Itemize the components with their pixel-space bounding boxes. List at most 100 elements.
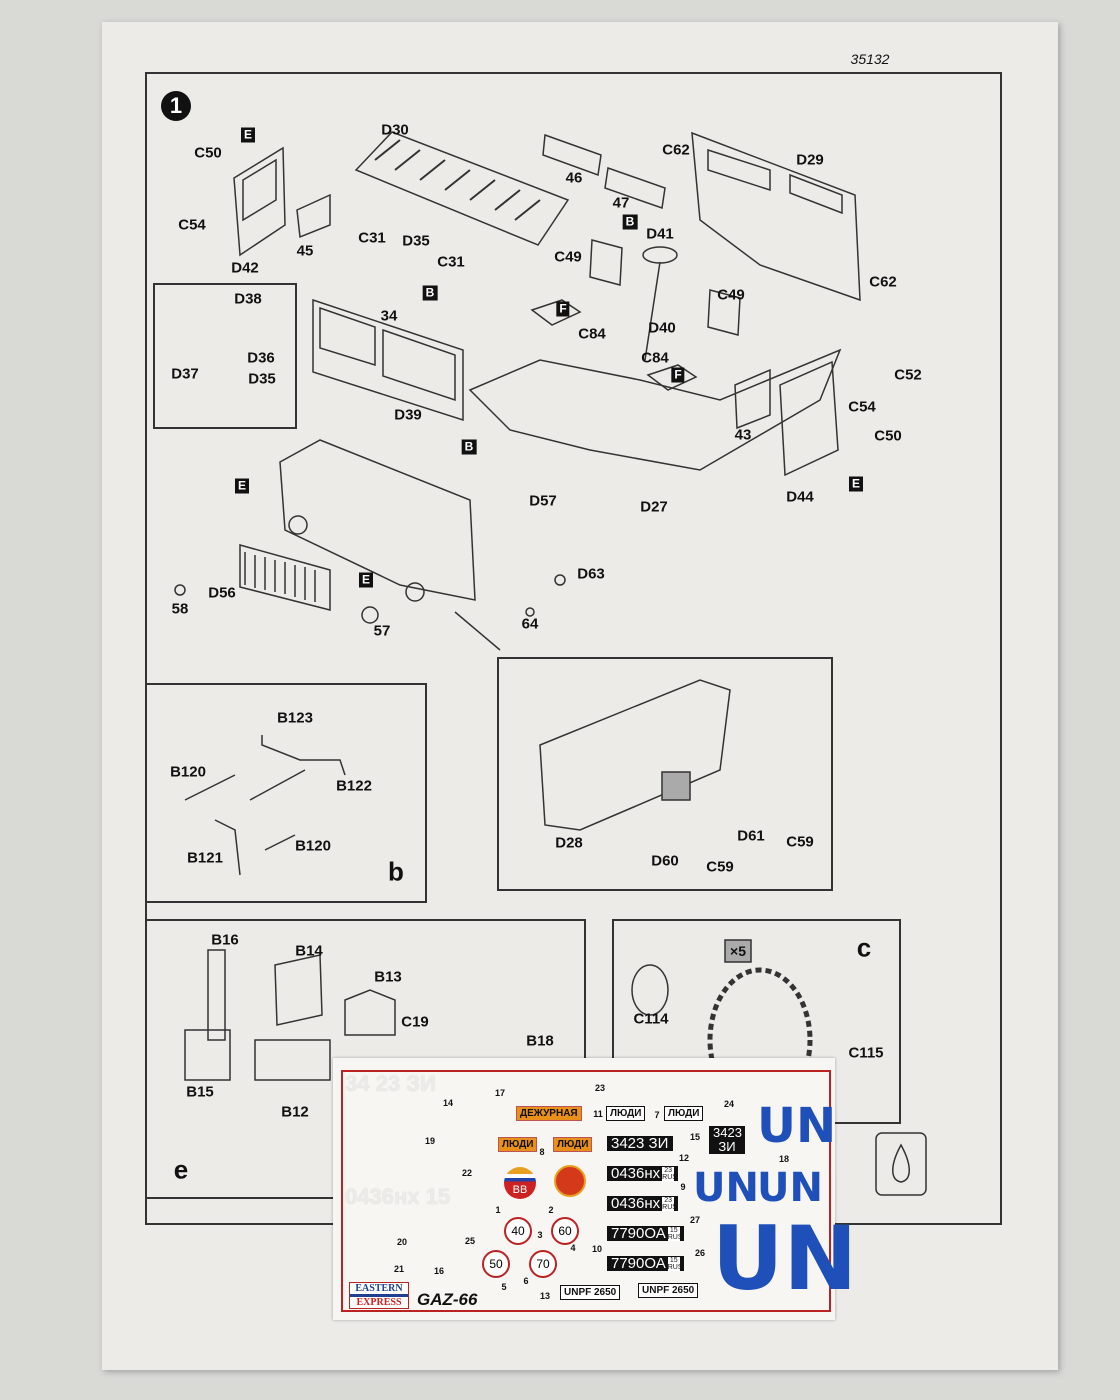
- decal-number: 9: [680, 1182, 686, 1192]
- plate-number: 7790ОА: [611, 1225, 666, 1242]
- part-label: C115: [848, 1044, 884, 1062]
- part-label: B12: [281, 1103, 309, 1121]
- part-label: 45: [296, 242, 314, 260]
- part-label: C62: [869, 273, 897, 291]
- plate-region: 23 RUS: [662, 1197, 677, 1212]
- lion-emblem-decal: [554, 1165, 586, 1197]
- part-label: C54: [178, 216, 206, 234]
- part-label: D42: [231, 259, 259, 277]
- plate-line: 3423: [713, 1125, 742, 1140]
- part-label: 58: [171, 600, 189, 618]
- decal-number: 20: [396, 1237, 408, 1247]
- part-label: B120: [170, 763, 206, 781]
- part-label: B18: [526, 1032, 554, 1050]
- part-label: C50: [874, 427, 902, 445]
- letter-marker: F: [556, 301, 570, 317]
- inset-b-letter: b: [388, 856, 404, 887]
- letter-marker: B: [461, 439, 477, 455]
- un-marking-decal: UN: [712, 1207, 858, 1310]
- part-label: C31: [358, 229, 386, 247]
- decal-number: 4: [570, 1243, 576, 1253]
- part-label: C114: [633, 1010, 669, 1028]
- part-label: B122: [336, 777, 372, 795]
- part-label: D40: [648, 319, 676, 337]
- part-label: C49: [717, 286, 745, 304]
- part-label: C84: [578, 325, 606, 343]
- people-plate-decal: ЛЮДИ: [553, 1137, 593, 1152]
- part-label: C62: [662, 141, 690, 159]
- part-label: C59: [786, 833, 814, 851]
- part-label: C31: [437, 253, 465, 271]
- part-label: D61: [737, 827, 765, 845]
- part-label: 34: [380, 307, 398, 325]
- step-number-badge: 1: [161, 91, 191, 121]
- part-label: C84: [641, 349, 669, 367]
- plate-number: 0436нх: [611, 1195, 661, 1212]
- decal-number: 12: [678, 1153, 690, 1163]
- ghost-plate-text: 34 23 ЗИ: [345, 1071, 436, 1096]
- part-label: B16: [211, 931, 239, 949]
- unpf-plate-decal: UNPF 2650: [560, 1285, 621, 1300]
- part-label: 57: [373, 622, 391, 640]
- vv-roundel-decal: ВВ: [504, 1167, 536, 1199]
- decal-number: 13: [539, 1291, 551, 1301]
- plate-region: 23 RUS: [662, 1167, 677, 1182]
- letter-marker: E: [848, 476, 864, 492]
- letter-marker: F: [671, 367, 685, 383]
- decal-number: 11: [593, 1109, 603, 1119]
- part-label: D28: [555, 834, 583, 852]
- part-label: D56: [208, 584, 236, 602]
- part-label: D35: [248, 370, 276, 388]
- unpf-plate-decal: UNPF 2650: [638, 1283, 699, 1298]
- un-marking-decal: UN: [693, 1165, 759, 1211]
- part-label: B121: [187, 849, 223, 867]
- part-label: D36: [247, 349, 275, 367]
- speed-limit-sign-decal: 40: [504, 1217, 532, 1245]
- part-label: B123: [277, 709, 313, 727]
- decal-number: 19: [424, 1136, 436, 1146]
- speed-limit-sign-decal: 60: [551, 1217, 579, 1245]
- speed-limit-sign-decal: 70: [529, 1250, 557, 1278]
- part-label: D30: [381, 121, 409, 139]
- decal-number: 14: [442, 1098, 454, 1108]
- decal-number: 26: [694, 1248, 706, 1258]
- part-label: 47: [612, 194, 630, 212]
- part-label: C50: [194, 144, 222, 162]
- un-marking-decal: UN: [757, 1098, 837, 1154]
- letter-marker: B: [422, 285, 438, 301]
- part-label: C49: [554, 248, 582, 266]
- quantity-multiplier: ×5: [730, 943, 746, 959]
- speed-limit-sign-decal: 50: [482, 1250, 510, 1278]
- decal-number: 22: [461, 1168, 473, 1178]
- catalog-number: 35132: [850, 51, 890, 67]
- decal-number: 10: [591, 1244, 603, 1254]
- inset-e-letter: e: [173, 1154, 189, 1185]
- model-name: GAZ-66: [417, 1290, 478, 1309]
- roundel-text: ВВ: [512, 1184, 528, 1196]
- plate-line: ЗИ: [718, 1139, 736, 1154]
- decal-number: 15: [689, 1132, 701, 1142]
- inset-d28-box: [497, 657, 833, 891]
- part-label: D60: [651, 852, 679, 870]
- decal-number: 16: [433, 1266, 445, 1276]
- part-label: D41: [646, 225, 674, 243]
- part-label: B14: [295, 942, 323, 960]
- decal-number: 5: [501, 1282, 507, 1292]
- part-label: D37: [171, 365, 199, 383]
- part-label: C19: [401, 1013, 429, 1031]
- plate-number: 7790ОА: [611, 1255, 666, 1272]
- part-label: C52: [894, 366, 922, 384]
- part-label: D39: [394, 406, 422, 424]
- logo-text-top: EASTERN: [355, 1283, 403, 1294]
- license-plate-decal: 3423 ЗИ: [607, 1136, 673, 1151]
- ghost-plate-text: 0436нх 15: [345, 1184, 451, 1209]
- people-plate-decal: ЛЮДИ: [664, 1106, 704, 1121]
- plate-region: 15 RUS: [667, 1257, 683, 1272]
